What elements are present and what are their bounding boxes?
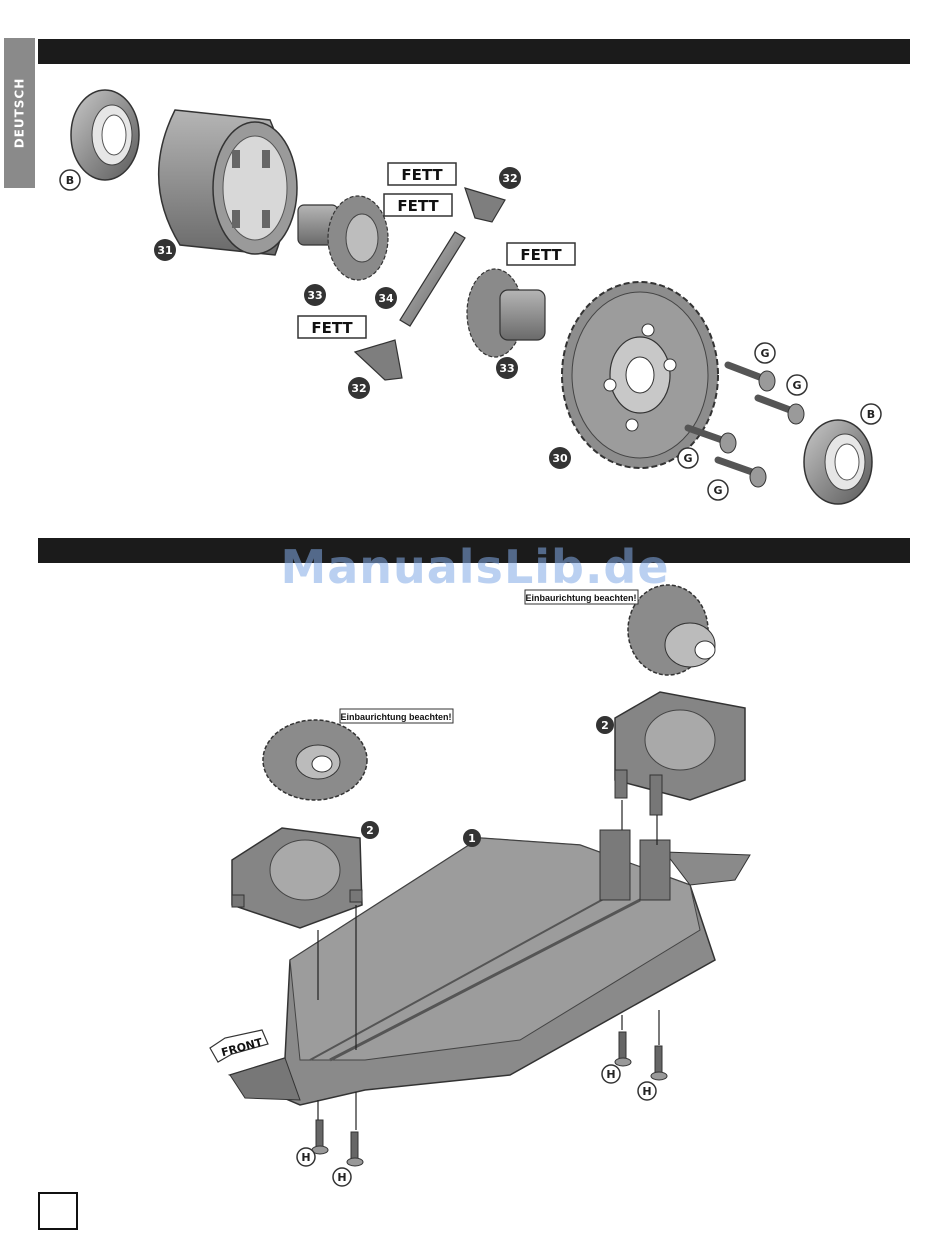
diff-case (159, 110, 297, 255)
svg-text:34: 34 (378, 292, 394, 305)
svg-text:Einbaurichtung beachten!: Einbaurichtung beachten! (340, 712, 451, 722)
svg-text:FETT: FETT (397, 197, 439, 215)
gearbox-housing-left (232, 828, 362, 928)
callout-34: 34 (375, 287, 397, 309)
note-left: Einbaurichtung beachten! (340, 709, 453, 723)
svg-text:H: H (606, 1068, 615, 1081)
svg-text:G: G (683, 452, 692, 465)
callout-2-left: 2 (361, 821, 379, 839)
svg-text:G: G (792, 379, 801, 392)
svg-text:H: H (337, 1171, 346, 1184)
spur-gear (562, 282, 718, 468)
grease-label-2: FETT (384, 194, 452, 216)
gearbox-housing-right (615, 692, 745, 815)
page-number-box (38, 1192, 78, 1230)
svg-text:B: B (66, 174, 74, 187)
svg-text:32: 32 (351, 382, 366, 395)
callout-33-right: 33 (496, 357, 518, 379)
callout-g-4: G (708, 480, 728, 500)
bevel-gear-33-right (467, 269, 545, 357)
cross-pin (400, 232, 465, 326)
callout-h-3: H (602, 1065, 620, 1083)
spider-gear-top (465, 188, 505, 222)
front-arrow: FRONT (210, 1030, 268, 1062)
svg-text:1: 1 (468, 832, 476, 845)
spider-gear-bottom (355, 340, 402, 380)
diff-assembly-left (263, 720, 367, 800)
grease-label-1: FETT (388, 163, 456, 185)
bevel-gear-33-left (298, 196, 388, 280)
callout-h-2: H (333, 1168, 351, 1186)
diff-assembly-right (628, 585, 715, 675)
svg-text:H: H (642, 1085, 651, 1098)
svg-text:Einbaurichtung beachten!: Einbaurichtung beachten! (525, 593, 636, 603)
callout-32-bottom: 32 (348, 377, 370, 399)
svg-text:31: 31 (157, 244, 172, 257)
svg-text:G: G (760, 347, 769, 360)
svg-text:32: 32 (502, 172, 517, 185)
callout-33-left: 33 (304, 284, 326, 306)
note-right: Einbaurichtung beachten! (525, 590, 638, 604)
callout-30: 30 (549, 447, 571, 469)
callout-g-1: G (755, 343, 775, 363)
callout-h-1: H (297, 1148, 315, 1166)
svg-text:33: 33 (499, 362, 514, 375)
callout-31: 30 31 (154, 239, 176, 261)
callout-2-right: 2 (596, 716, 614, 734)
bearing-right (804, 420, 872, 504)
callout-h-4: H (638, 1082, 656, 1100)
callout-b-right: B (861, 404, 881, 424)
svg-text:30: 30 (552, 452, 568, 465)
grease-label-3: FETT (507, 243, 575, 265)
svg-text:FETT: FETT (311, 319, 353, 337)
svg-text:2: 2 (366, 824, 374, 837)
svg-text:H: H (301, 1151, 310, 1164)
svg-text:FETT: FETT (520, 246, 562, 264)
callout-g-2: G (787, 375, 807, 395)
svg-text:33: 33 (307, 289, 322, 302)
callout-32-top: 32 (499, 167, 521, 189)
svg-text:2: 2 (601, 719, 609, 732)
callout-g-3: G (678, 448, 698, 468)
callout-b-left: B (60, 170, 80, 190)
bearing-left (71, 90, 139, 180)
svg-text:FETT: FETT (401, 166, 443, 184)
svg-text:G: G (713, 484, 722, 497)
svg-text:B: B (867, 408, 875, 421)
callout-1: 1 (463, 829, 481, 847)
grease-label-4: FETT (298, 316, 366, 338)
